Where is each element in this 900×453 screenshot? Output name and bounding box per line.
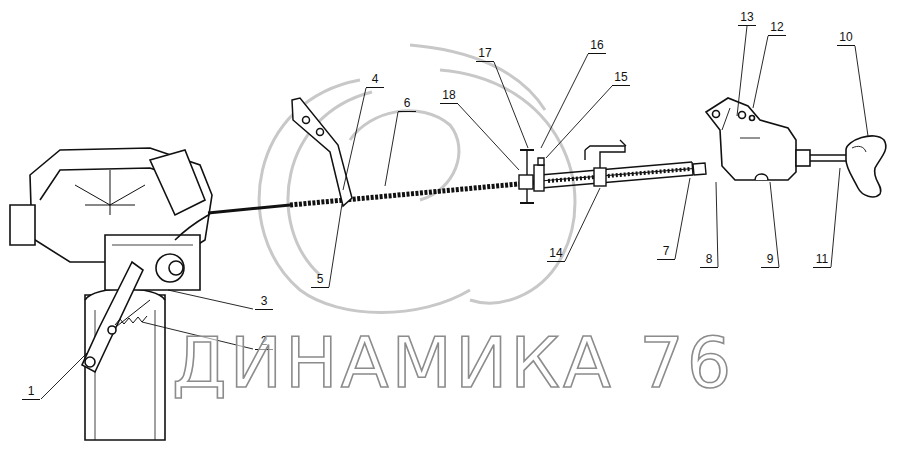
control-knob [796,136,886,197]
callout-number: 6 [398,96,416,112]
callout-number: 15 [612,70,630,86]
callout-number: 9 [761,252,779,268]
engine-housing [30,148,212,262]
callout-number: 11 [813,252,831,268]
support-clip [585,140,626,160]
handle-bracket [706,98,796,180]
leader-lines [329,204,342,287]
mounting-bracket [303,117,310,124]
callout-number: 17 [476,46,494,62]
cable-sheath [548,169,690,181]
cable-sheath [540,162,692,175]
control-knob [810,155,848,161]
callout-number: 8 [700,252,718,268]
cable-sheath [540,162,706,188]
engine-housing [112,245,193,246]
leader-lines [716,182,718,267]
engine-housing [156,254,184,282]
control-knob [796,150,810,166]
callout-number: 3 [255,294,273,310]
logo-mark [350,111,459,200]
cable-clamp [520,150,534,203]
engine-housing [150,150,205,215]
leader-lines [546,86,612,158]
leader-lines [565,188,600,261]
callout-number: 7 [657,244,675,260]
handle-bracket [750,116,755,121]
handle-bracket [755,174,768,180]
leader-lines [855,46,868,136]
engine-housing [169,261,183,275]
leader-lines [675,178,690,259]
engine-housing [75,170,145,215]
leader-lines [385,112,398,186]
leader-lines [831,168,840,267]
support-clip [594,168,606,186]
cable-clamp [519,150,544,203]
engine-housing [112,300,150,330]
engine-housing [175,214,210,240]
logo-mark [259,80,470,313]
callout-number: 18 [440,88,458,104]
engine-housing [82,262,143,372]
throttle-cable [290,182,540,205]
engine-housing [115,316,147,325]
engine-housing [85,357,95,367]
engine-housing [10,205,35,245]
throttle-cable [208,168,700,213]
throttle-cable [540,168,700,181]
cable-sheath [693,163,706,175]
leader-lines [168,290,253,309]
callout-number: 4 [366,72,384,88]
control-knob [852,146,866,152]
cable-clamp [519,175,533,189]
control-knob [846,136,886,197]
leader-lines [41,352,88,399]
handle-bracket [706,98,796,180]
handle-bracket [722,108,730,130]
watermark: ДИНАМИКА 76 [172,328,734,398]
callout-number: 12 [768,20,786,36]
callout-number: 14 [547,246,565,262]
handle-bracket [739,112,746,119]
callout-number: 1 [22,384,40,400]
leader-lines [541,54,588,148]
handle-bracket [740,138,760,139]
callout-number: 13 [738,10,756,26]
callout-number: 16 [588,38,606,54]
logo-mark [259,45,575,313]
callout-number: 10 [837,30,855,46]
leader-lines [753,36,768,108]
cable-clamp [538,158,544,165]
throttle-cable [208,205,290,213]
handle-bracket [713,111,720,118]
mounting-bracket [317,129,324,136]
leader-lines [494,62,528,148]
callout-number: 5 [311,272,329,288]
cable-clamp [534,165,544,191]
support-clip [585,140,626,186]
engine-housing [108,326,116,334]
leader-lines [343,88,366,190]
leader-lines [737,26,747,116]
engine-housing [105,235,200,290]
logo-mark [288,92,372,275]
leader-lines [458,104,519,170]
leader-lines [41,26,868,399]
logo-mark [410,45,545,110]
